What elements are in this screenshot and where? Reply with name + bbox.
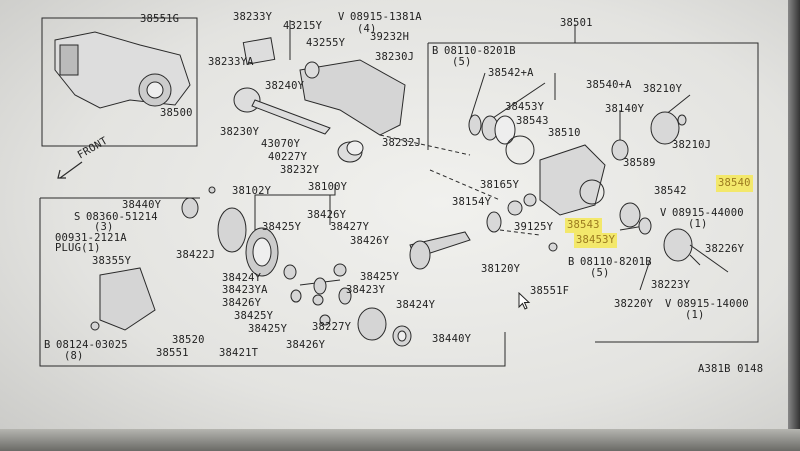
part-label: 38233YA (208, 56, 254, 68)
part-label: 43070Y (261, 138, 301, 150)
part-label: 38227Y (312, 321, 352, 333)
part-label: 43215Y (283, 20, 323, 32)
part-label: 38425Y (248, 323, 288, 335)
part-label: 38230Y (220, 126, 260, 138)
monitor-bezel-right (788, 0, 800, 451)
part-label: 08915-14000 (677, 298, 749, 310)
highlighted-part-label: 38453Y (574, 233, 618, 248)
diagram-code: A381B 0148 (698, 363, 764, 375)
axle-housing-inset (54, 31, 191, 109)
qty-label: (5) (452, 56, 472, 68)
part-label: 38426Y (307, 209, 347, 221)
diff-carrier-group (468, 111, 729, 273)
part-label: 40227Y (268, 151, 308, 163)
part-label: 38100Y (308, 181, 348, 193)
differential-gear-group (90, 186, 471, 347)
part-label: 38551 (156, 347, 189, 359)
qty-label: (5) (590, 267, 610, 279)
mouse-cursor-icon (518, 292, 531, 310)
part-label: 38226Y (705, 243, 745, 255)
part-label: 38540+A (586, 79, 632, 91)
part-label: 38440Y (432, 333, 472, 345)
qty-label: (3) (94, 221, 114, 233)
part-label: 38120Y (481, 263, 521, 275)
part-label: 38240Y (265, 80, 305, 92)
part-label: 38220Y (614, 298, 654, 310)
part-label: 38423YA (222, 284, 268, 296)
part-label: 38551G (140, 13, 180, 25)
part-label: 38421T (219, 347, 259, 359)
part-label: 38423Y (346, 284, 386, 296)
part-label: 38232J (382, 137, 422, 149)
part-label: 38453Y (505, 101, 545, 113)
part-label: 38426Y (222, 297, 262, 309)
part-label: 38425Y (234, 310, 274, 322)
part-label: 08110-8201B (580, 256, 652, 268)
axle-shaft-group (233, 37, 406, 163)
part-label: 08110-8201B (444, 45, 516, 57)
part-label: 38543 (516, 115, 549, 127)
part-label: 38425Y (262, 221, 302, 233)
part-label: 38427Y (330, 221, 370, 233)
part-label: 38210J (672, 139, 712, 151)
part-label: 39232H (370, 31, 410, 43)
part-label: 38425Y (360, 271, 400, 283)
part-label: PLUG(1) (55, 242, 101, 254)
qty-label: (1) (688, 218, 708, 230)
part-label: 38154Y (452, 196, 492, 208)
monitor-bezel-bottom (0, 429, 800, 451)
part-label: 38210Y (643, 83, 683, 95)
qty-label: (4) (357, 23, 377, 35)
part-label: 38230J (375, 51, 415, 63)
circled-v: V (338, 11, 345, 23)
part-label: 38551F (530, 285, 570, 297)
part-label: 38233Y (233, 11, 273, 23)
part-label: 38501 (560, 17, 593, 29)
part-label: 00931-2121A (55, 232, 127, 244)
part-label: 38140Y (605, 103, 645, 115)
circled-v: V (665, 298, 672, 310)
part-label: 38102Y (232, 185, 272, 197)
inset-frame (41, 17, 198, 147)
part-label: 38510 (548, 127, 581, 139)
circled-b: B (568, 256, 575, 268)
front-arrow (57, 161, 83, 179)
part-label: 38542+A (488, 67, 534, 79)
circled-s: S (74, 211, 81, 223)
part-label: 38426Y (350, 235, 390, 247)
part-label: 08915-44000 (672, 207, 744, 219)
highlighted-part-label: 38543 (565, 218, 602, 233)
part-label: 38424Y (396, 299, 436, 311)
part-label: 38422J (176, 249, 216, 261)
circled-v: V (660, 207, 667, 219)
main-frame (428, 42, 759, 343)
circled-b: B (432, 45, 439, 57)
part-label: 38589 (623, 157, 656, 169)
lower-frame (39, 198, 506, 367)
part-label: 38426Y (286, 339, 326, 351)
qty-label: (1) (685, 309, 705, 321)
part-label: 38542 (654, 185, 687, 197)
highlighted-part-label: 38540 (716, 175, 753, 192)
part-label: 08124-03025 (56, 339, 128, 351)
part-label: 38223Y (651, 279, 691, 291)
part-label: 43255Y (306, 37, 346, 49)
part-label: 38355Y (92, 255, 132, 267)
part-label: 38440Y (122, 199, 162, 211)
part-label: 08915-1381A (350, 11, 422, 23)
part-label: 39125Y (514, 221, 554, 233)
circled-b: B (44, 339, 51, 351)
part-label: 38500 (160, 107, 193, 119)
part-label: 38165Y (480, 179, 520, 191)
part-label: 38232Y (280, 164, 320, 176)
qty-label: (8) (64, 350, 84, 362)
part-label: 38424Y (222, 272, 262, 284)
part-label: 38520 (172, 334, 205, 346)
part-label: 08360-51214 (86, 211, 158, 223)
